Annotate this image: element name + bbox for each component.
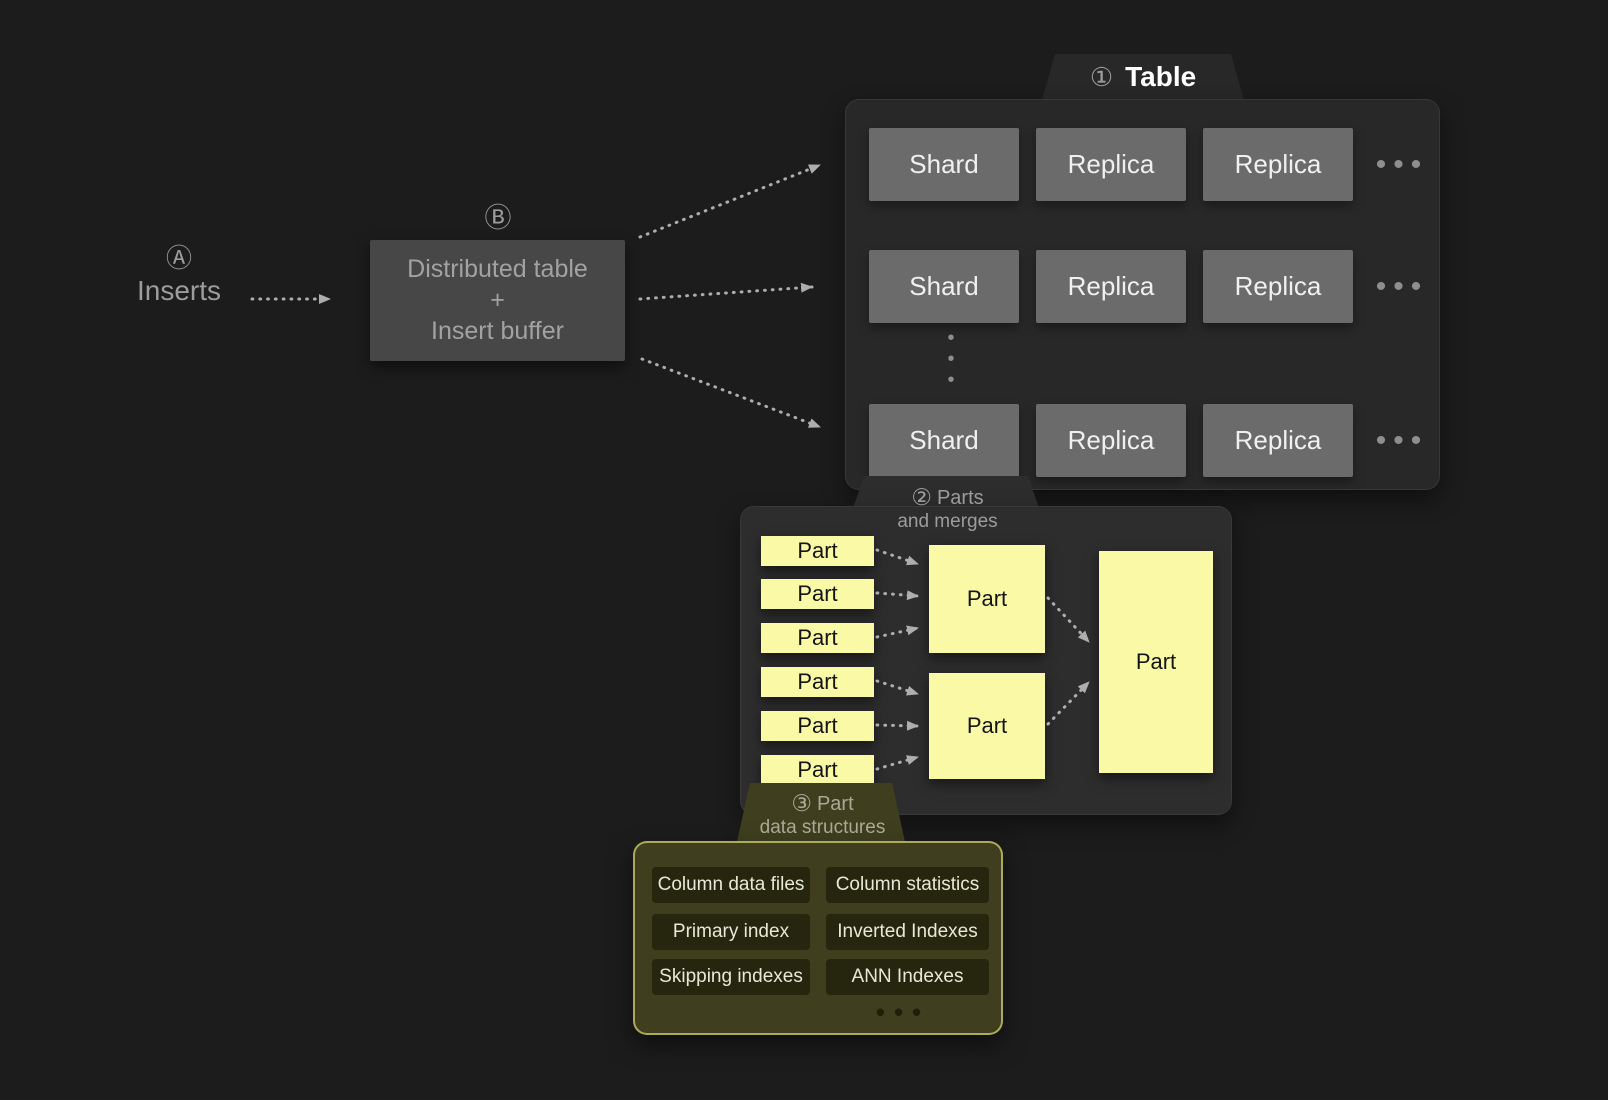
structures-ellipsis: •••	[875, 996, 931, 1027]
marker-1: ①	[1089, 61, 1114, 92]
part-box: Part	[761, 667, 874, 697]
arrow-distributed-to-shard-1	[638, 163, 822, 239]
marker-b: Ⓑ	[484, 203, 512, 233]
vertical-ellipsis: • • •	[947, 327, 955, 391]
replica-box: Replica	[1036, 250, 1186, 323]
part-box: Part	[761, 579, 874, 609]
replica-box: Replica	[1203, 250, 1353, 323]
table-panel: Shard Replica Replica ••• Shard Replica …	[845, 99, 1440, 490]
row-ellipsis: •••	[1375, 269, 1429, 303]
inserts-label: Inserts	[136, 275, 222, 306]
shard-box: Shard	[869, 404, 1019, 477]
replica-box: Replica	[1203, 128, 1353, 201]
part-data-structures-panel: Column data files Column statistics Prim…	[633, 841, 1003, 1035]
distributed-line-1: Distributed table	[407, 255, 588, 283]
structure-item: Skipping indexes	[652, 959, 810, 995]
arrow-distributed-to-shard-3	[640, 357, 822, 429]
part-data-structures-tab	[737, 783, 905, 842]
marker-a: Ⓐ	[165, 243, 192, 273]
replica-box: Replica	[1203, 404, 1353, 477]
parts-and-merges-panel: Part Part Part Part Part Part Part Part …	[740, 506, 1232, 815]
part-box: Part	[761, 755, 874, 785]
arrow-distributed-to-shard-2	[638, 282, 814, 301]
table-tab: ① Table	[1042, 54, 1244, 100]
merged-part-box: Part	[929, 673, 1045, 779]
structure-item: Column statistics	[826, 867, 989, 903]
shard-box: Shard	[869, 128, 1019, 201]
final-part-box: Part	[1099, 551, 1213, 773]
distributed-line-2: +	[490, 286, 505, 314]
merged-part-box: Part	[929, 545, 1045, 653]
shard-box: Shard	[869, 250, 1019, 323]
replica-box: Replica	[1036, 128, 1186, 201]
row-ellipsis: •••	[1375, 423, 1429, 457]
part-box: Part	[761, 623, 874, 653]
structure-item: ANN Indexes	[826, 959, 989, 995]
replica-box: Replica	[1036, 404, 1186, 477]
structure-item: Inverted Indexes	[826, 914, 989, 950]
part-box: Part	[761, 711, 874, 741]
distributed-table-box: Distributed table + Insert buffer	[370, 240, 625, 361]
row-ellipsis: •••	[1375, 147, 1429, 181]
structure-item: Column data files	[652, 867, 810, 903]
parts-tab	[853, 476, 1039, 508]
part-box: Part	[761, 536, 874, 566]
inserts-label-group: Ⓐ Inserts	[105, 242, 253, 308]
marker-3: ③	[791, 790, 812, 816]
structure-item: Primary index	[652, 914, 810, 950]
table-title: Table	[1125, 61, 1197, 92]
distributed-line-3: Insert buffer	[431, 317, 564, 345]
marker-2: ②	[911, 484, 932, 510]
